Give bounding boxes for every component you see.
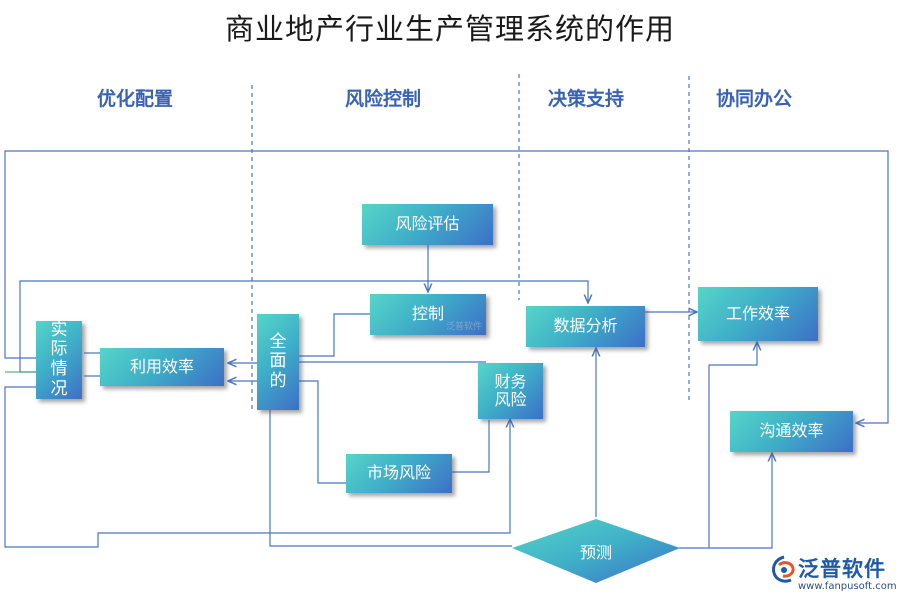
- node-actual-label: 实际情况: [50, 319, 68, 399]
- edge-forecast-communication: [709, 453, 772, 549]
- node-comprehensive[interactable]: 全面的: [257, 314, 299, 410]
- node-risk-assessment[interactable]: 风险评估: [362, 204, 493, 245]
- node-forecast-label: 预测: [579, 543, 612, 562]
- column-header-collaboration: 协同办公: [716, 88, 793, 110]
- edge-outer-loop: [4, 150, 889, 423]
- brand-name: 泛普软件: [798, 557, 886, 581]
- edge-comprehensive-control: [299, 313, 370, 357]
- edge-market-financial: [452, 420, 490, 473]
- edge-actual-financial: [4, 386, 510, 548]
- edge-comprehensive-forecast: [269, 410, 512, 547]
- brand-logo: 泛普软件 www.fanpusoft.com: [770, 553, 897, 598]
- node-utilization[interactable]: 利用效率: [100, 348, 224, 386]
- forecast-diamond[interactable]: [512, 519, 680, 583]
- edge-comprehensive-market: [299, 380, 346, 484]
- column-header-risk: 风险控制: [345, 88, 422, 110]
- node-control[interactable]: 控制: [370, 294, 486, 335]
- edge-forecast-work: [679, 342, 757, 549]
- node-financial-risk[interactable]: 财务风险: [478, 363, 543, 419]
- column-header-optimize: 优化配置: [97, 88, 174, 110]
- fanpu-logo-icon: [772, 555, 795, 583]
- column-header-decision: 决策支持: [548, 88, 625, 110]
- column-separators: [251, 74, 690, 410]
- node-market-risk[interactable]: 市场风险: [346, 454, 452, 493]
- node-comprehensive-label: 全面的: [269, 331, 287, 391]
- node-communication-efficiency[interactable]: 沟通效率: [730, 411, 853, 452]
- watermark: 泛普软件: [446, 322, 483, 332]
- node-actual[interactable]: 实际情况: [36, 319, 82, 399]
- brand-url: www.fanpusoft.com: [798, 581, 897, 592]
- node-data-analysis[interactable]: 数据分析: [526, 306, 645, 347]
- page-title: 商业地产行业生产管理系统的作用: [224, 12, 675, 46]
- node-work-efficiency[interactable]: 工作效率: [698, 287, 818, 341]
- node-financial-risk-label: 财务风险: [494, 371, 527, 409]
